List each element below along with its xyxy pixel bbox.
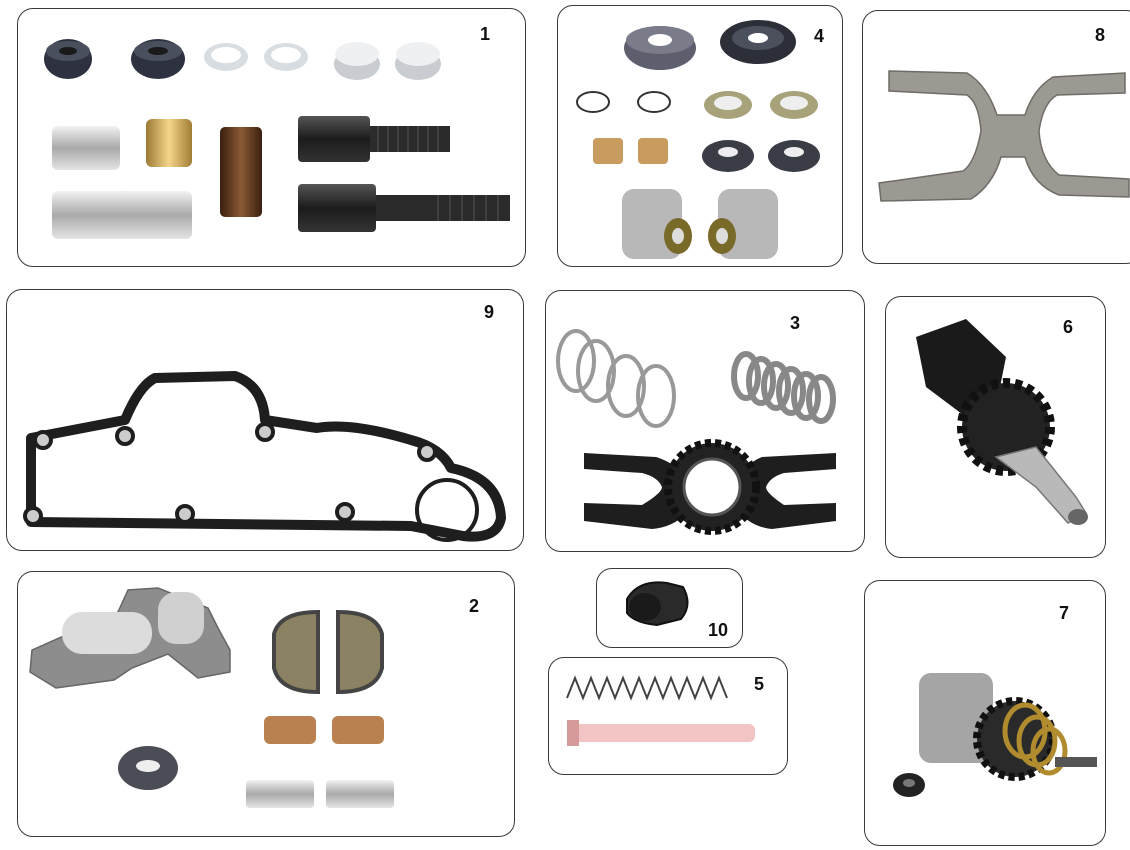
pin-icon xyxy=(52,126,120,170)
kit-3-illustration xyxy=(556,329,836,535)
bolt-icon xyxy=(298,184,510,232)
panel-7: 7 xyxy=(864,580,1106,846)
panel-8: 8 xyxy=(862,10,1130,264)
camshaft-icon xyxy=(916,319,1088,525)
bearing-icon xyxy=(272,609,384,695)
bushing-icon xyxy=(220,127,262,217)
seal-icon xyxy=(624,26,696,70)
fork-plate-icon xyxy=(878,70,1130,202)
adjuster-icon xyxy=(919,673,1097,781)
seal-icon xyxy=(118,746,178,790)
panel-number: 9 xyxy=(484,302,495,322)
seal-icon xyxy=(44,39,92,79)
kit-6-illustration xyxy=(916,319,1088,525)
bushing-icon xyxy=(332,716,384,744)
panel-10: 10 xyxy=(596,568,743,648)
panel-5: 5 xyxy=(548,657,788,775)
panel-number: 7 xyxy=(1059,603,1070,623)
panel-6: 6 xyxy=(885,296,1106,558)
gasket-hole-icon xyxy=(23,422,437,526)
kit-1-illustration xyxy=(44,39,510,239)
pin-icon xyxy=(52,191,192,239)
cap-icon xyxy=(395,42,441,80)
adjuster-icon xyxy=(622,189,692,259)
fork-plate-icon xyxy=(584,453,686,529)
pin-icon xyxy=(567,720,755,746)
seal-icon xyxy=(768,140,820,172)
bushing-icon xyxy=(146,119,192,167)
panel-number: 2 xyxy=(469,596,480,616)
spring-icon xyxy=(731,351,836,424)
panel-2: 2 xyxy=(17,571,515,837)
panel-3: 3 xyxy=(545,290,865,552)
circlip-icon xyxy=(576,91,671,113)
seal-icon xyxy=(720,20,796,64)
panel-number: 10 xyxy=(708,620,729,640)
ring-icon xyxy=(204,43,248,71)
panel-number: 3 xyxy=(790,313,801,333)
panel-4: 4 xyxy=(557,5,843,267)
kit-7-illustration xyxy=(893,673,1097,797)
panel-number: 5 xyxy=(754,674,765,694)
ring-icon xyxy=(264,43,308,71)
pin-icon xyxy=(246,780,314,808)
pin-icon xyxy=(326,780,394,808)
panel-number: 6 xyxy=(1063,317,1074,337)
panel-9: 9 xyxy=(6,289,524,551)
cap-icon xyxy=(334,42,380,80)
kit-8-illustration xyxy=(878,70,1130,202)
kit-10-illustration xyxy=(626,581,689,627)
spring-icon xyxy=(566,675,728,701)
spring-icon xyxy=(556,329,676,428)
kit-9-illustration xyxy=(23,371,506,542)
cap-icon xyxy=(626,581,689,627)
bushing-icon xyxy=(593,138,623,164)
ring-icon xyxy=(704,91,752,119)
panel-number: 8 xyxy=(1095,25,1106,45)
kit-2-illustration xyxy=(29,587,394,808)
bushing-icon xyxy=(264,716,316,744)
seal-icon xyxy=(893,773,925,797)
ring-icon xyxy=(770,91,818,119)
panel-1: 1 xyxy=(17,8,526,267)
seal-icon xyxy=(702,140,754,172)
seal-icon xyxy=(131,39,185,79)
panel-number: 1 xyxy=(480,24,491,44)
gasket-icon xyxy=(26,371,506,542)
bushing-icon xyxy=(638,138,668,164)
adjuster-icon xyxy=(708,189,778,259)
kit-5-illustration xyxy=(566,675,755,746)
panel-number: 4 xyxy=(814,26,825,46)
bolt-icon xyxy=(298,116,450,162)
lever-icon xyxy=(29,587,231,689)
kit-4-illustration xyxy=(576,20,820,259)
